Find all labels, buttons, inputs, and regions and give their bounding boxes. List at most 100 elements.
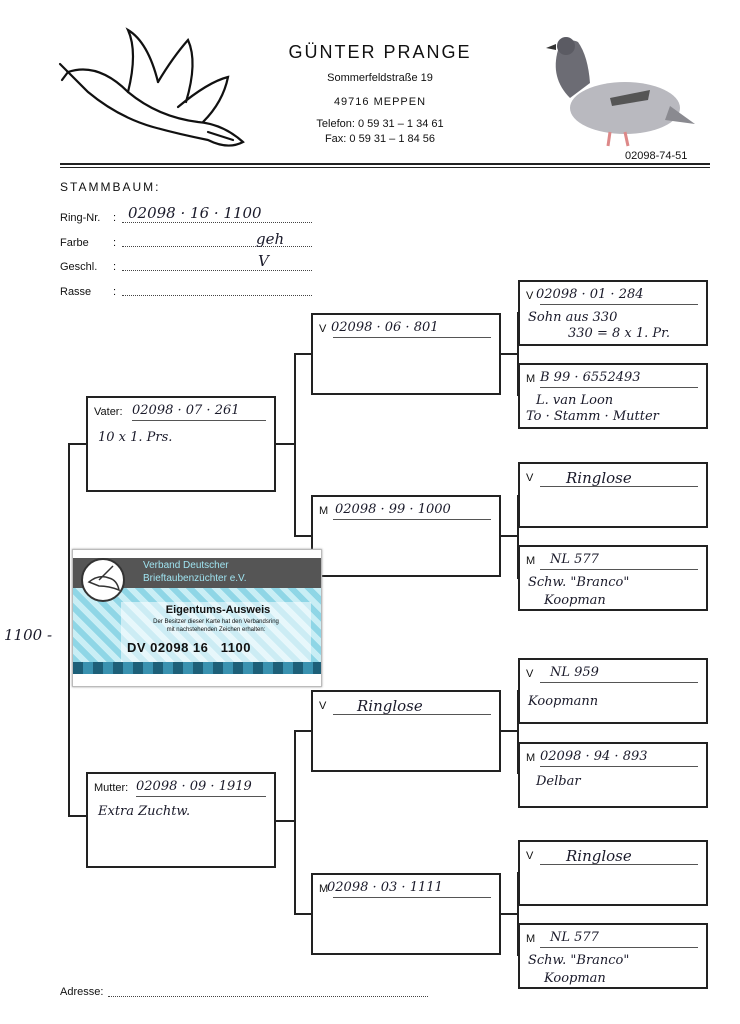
farbe-colon: : — [113, 237, 117, 249]
connector-gp-mv — [294, 730, 312, 732]
ggp-ring: 02098 · 94 · 893 — [540, 749, 648, 764]
card-bottom-band — [73, 662, 321, 674]
ggp-line — [540, 304, 698, 305]
ggp-note: 330 = 8 x 1. Pr. — [568, 326, 671, 341]
connector-vater-gp — [275, 443, 295, 445]
breeder-name: GÜNTER PRANGE — [288, 42, 472, 62]
vater-ring: 02098 · 07 · 261 — [132, 403, 240, 418]
mutter-ring: 02098 · 09 · 1919 — [136, 779, 252, 794]
farbe-dots — [122, 246, 312, 247]
connector-gp-ggp-1 — [500, 353, 518, 355]
rasse-dots — [122, 295, 312, 296]
connector-gp-mm — [294, 913, 312, 915]
breeder-number: 02098-74-51 — [625, 150, 688, 162]
mutter-line — [136, 796, 266, 797]
mutter-note: Extra Zuchtw. — [98, 804, 191, 819]
connector-vater — [68, 443, 88, 445]
ggp-note: Schw. "Branco" — [528, 575, 630, 590]
gp-vv-label: V — [319, 323, 327, 335]
farbe-value: geh — [256, 230, 285, 248]
ggp-label: V — [526, 668, 534, 680]
gp-vm-ring: 02098 · 99 · 1000 — [335, 502, 451, 517]
ggp-line — [540, 569, 698, 570]
ggp-box: V 02098 · 01 · 284 Sohn aus 330 330 = 8 … — [518, 280, 708, 346]
ggp-line — [540, 766, 698, 767]
ggp-line — [540, 682, 698, 683]
ring-label: Ring-Nr. — [60, 212, 101, 224]
vater-line — [132, 420, 266, 421]
card-logo — [81, 558, 125, 602]
ggp-note: Koopman — [544, 593, 606, 608]
ggp-box: V Ringlose — [518, 840, 708, 906]
breeder-fax: Fax: 0 59 31 – 1 84 56 — [324, 133, 436, 145]
gp-vv-ring: 02098 · 06 · 801 — [331, 320, 439, 335]
gp-mm-box: M 02098 · 03 · 1111 — [311, 873, 501, 955]
rasse-colon: : — [113, 286, 117, 298]
ggp-box: M NL 577 Schw. "Branco" Koopman — [518, 923, 708, 989]
form-title: STAMMBAUM: — [60, 180, 161, 194]
ggp-note: L. van Loon — [536, 393, 614, 408]
connector-gp-ggp-3 — [500, 730, 518, 732]
mutter-box: Mutter: 02098 · 09 · 1919 Extra Zuchtw. — [86, 772, 276, 868]
ggp-ring: B 99 · 6552493 — [540, 370, 641, 385]
dove-drawing — [58, 22, 258, 152]
connector-gp-ggp-4 — [500, 913, 518, 915]
ggp-ring: Ringlose — [566, 469, 632, 487]
geschl-value: V — [258, 252, 269, 270]
breeder-street: Sommerfeldstraße 19 — [327, 72, 433, 84]
connector-trunk — [68, 443, 70, 815]
ggp-line — [540, 864, 698, 865]
ggp-ring: NL 577 — [550, 930, 599, 945]
farbe-label: Farbe — [60, 237, 89, 249]
gp-mv-ring: Ringlose — [357, 697, 423, 715]
ggp-label: M — [526, 555, 536, 567]
ggp-box: M NL 577 Schw. "Branco" Koopman — [518, 545, 708, 611]
breeder-city: 49716 MEPPEN — [333, 96, 427, 108]
ggp-box: M 02098 · 94 · 893 Delbar — [518, 742, 708, 808]
ring-dots — [122, 222, 312, 223]
gp-mm-ring: 02098 · 03 · 1111 — [327, 880, 443, 895]
connector-mutter — [68, 815, 88, 817]
ggp-label: M — [526, 933, 536, 945]
card-text2: mit nachstehenden Zeichen erhalten: — [166, 627, 266, 633]
card-org-line2: Brieftaubenzüchter e.V. — [143, 573, 247, 584]
ring-colon: : — [113, 212, 117, 224]
connector-gp-vv — [294, 353, 312, 355]
connector-vater-gp-v — [294, 353, 296, 535]
address-dots — [108, 996, 428, 997]
mutter-label: Mutter: — [94, 782, 129, 794]
ggp-label: M — [526, 752, 536, 764]
gp-mv-box: V Ringlose — [311, 690, 501, 772]
ggp-ring: 02098 · 01 · 284 — [536, 287, 644, 302]
connector-gp-ggp-1v — [517, 312, 519, 396]
vater-label: Vater: — [94, 406, 123, 418]
card-ring: DV 02098 16 1100 — [127, 640, 251, 655]
ggp-note: To · Stamm · Mutter — [526, 409, 659, 424]
ggp-line — [540, 947, 698, 948]
ggp-label: V — [526, 472, 534, 484]
rasse-label: Rasse — [60, 286, 92, 298]
connector-gp-ggp-3v — [517, 690, 519, 774]
ggp-label: M — [526, 373, 536, 385]
geschl-dots — [122, 270, 312, 271]
ggp-note: Sohn aus 330 — [528, 310, 618, 325]
gp-vm-box: M 02098 · 99 · 1000 — [311, 495, 501, 577]
card-title: Eigentums-Ausweis — [165, 604, 271, 616]
ownership-card: Verband Deutscher Brieftaubenzüchter e.V… — [72, 549, 322, 687]
ggp-note: Koopmann — [528, 694, 599, 709]
ggp-line — [540, 387, 698, 388]
ggp-box: M B 99 · 6552493 L. van Loon To · Stamm … — [518, 363, 708, 429]
ggp-label: V — [526, 850, 534, 862]
connector-gp-ggp-2 — [500, 535, 518, 537]
pigeon-photo — [530, 28, 700, 153]
connector-mutter-gp — [275, 820, 295, 822]
gp-mv-line — [333, 714, 491, 715]
gp-vm-label: M — [319, 505, 329, 517]
ggp-ring: Ringlose — [566, 847, 632, 865]
gp-mv-label: V — [319, 700, 327, 712]
card-org-line1: Verband Deutscher — [143, 560, 229, 571]
geschl-colon: : — [113, 261, 117, 273]
ring-value: 02098 · 16 · 1100 — [128, 204, 262, 222]
ggp-ring: NL 577 — [550, 552, 599, 567]
breeder-phone: Telefon: 0 59 31 – 1 34 61 — [316, 118, 444, 130]
